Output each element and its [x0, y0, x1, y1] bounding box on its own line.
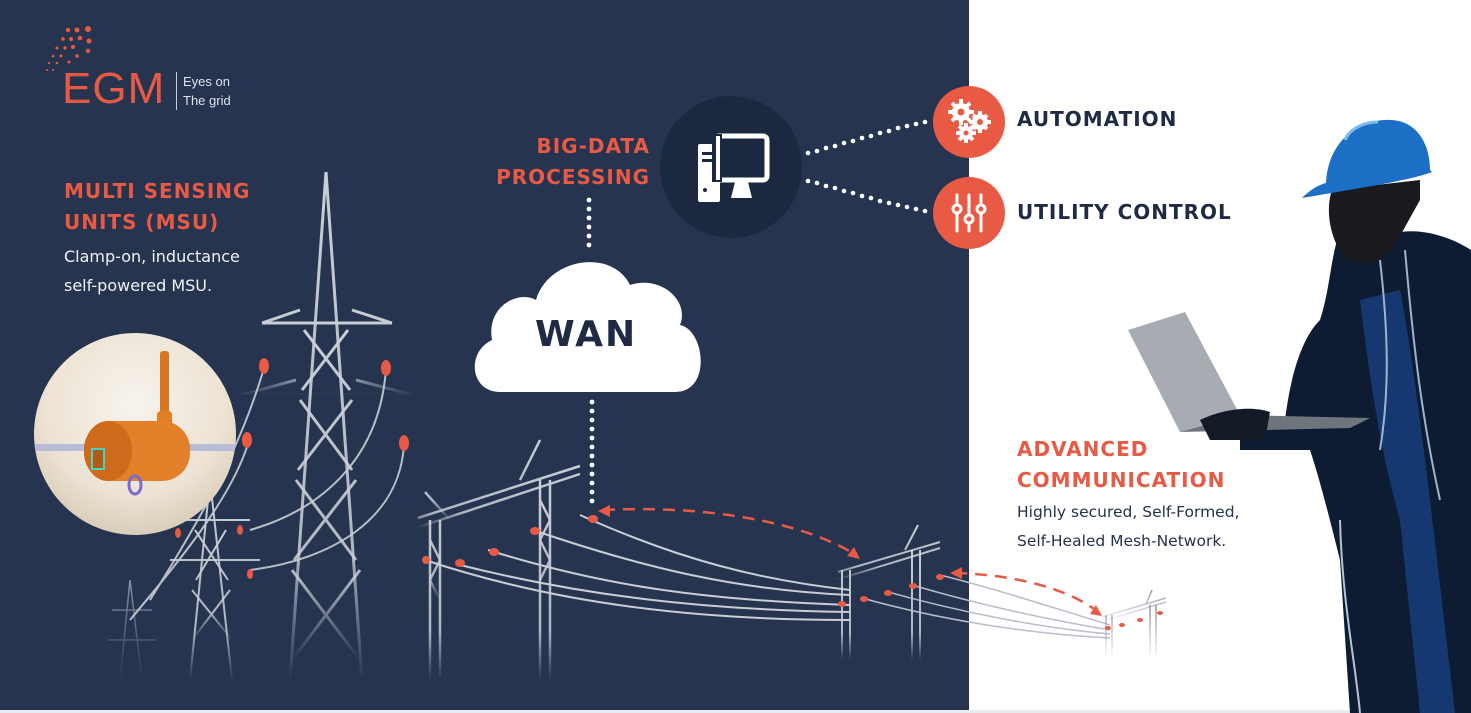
adv-heading-line2: COMMUNICATION [1017, 468, 1226, 492]
engineer-head [1328, 180, 1420, 263]
dotted-connectors [586, 197, 595, 504]
adv-desc-line2: Self-Healed Mesh-Network. [1017, 532, 1227, 550]
tagline-line1: Eyes on [183, 74, 230, 89]
bottom-border [0, 710, 1471, 713]
msu-heading-line1: MULTI SENSING [64, 179, 251, 203]
msu-description: Clamp-on, inductance self-powered MSU. [64, 242, 240, 300]
msu-device-icon [34, 351, 236, 496]
automation-label: AUTOMATION [1017, 107, 1178, 131]
msu-desc-line1: Clamp-on, inductance [64, 247, 240, 266]
gears-icon [948, 99, 991, 143]
logo-dots-icon [46, 26, 92, 71]
right-transmission-tower [835, 524, 941, 660]
middle-transmission-tower [415, 439, 581, 680]
laptop-icon [1128, 312, 1240, 432]
msu-heading: MULTI SENSING UNITS (MSU) [64, 176, 250, 238]
processing-node [660, 96, 802, 238]
logo-divider [176, 72, 177, 110]
hard-hat-icon [1302, 119, 1432, 198]
sliders-icon [951, 193, 987, 233]
small-transmission-tower [170, 479, 260, 681]
sensor-markers [175, 358, 409, 579]
wan-label: WAN [535, 314, 638, 355]
mesh-link-arrows [602, 507, 1099, 613]
large-transmission-tower [241, 171, 413, 681]
logo-wordmark: EGM [62, 64, 166, 113]
logo-tagline: Eyes on The grid [183, 72, 231, 110]
advanced-communication-description: Highly secured, Self-Formed, Self-Healed… [1017, 498, 1239, 556]
msu-heading-line2: UNITS (MSU) [64, 210, 220, 234]
advanced-communication-heading: ADVANCED COMMUNICATION [1017, 434, 1225, 496]
automation-node [933, 86, 1005, 158]
adv-heading-line1: ADVANCED [1017, 437, 1149, 461]
adv-desc-line1: Highly secured, Self-Formed, [1017, 503, 1240, 521]
msu-desc-line2: self-powered MSU. [64, 276, 213, 295]
desktop-computer-icon [698, 133, 770, 202]
msu-device-photo [34, 333, 236, 535]
big-data-line1: BIG-DATA [536, 134, 650, 158]
utility-control-node [933, 177, 1005, 249]
utility-control-label: UTILITY CONTROL [1017, 200, 1232, 224]
wan-cloud-shape [474, 262, 701, 392]
big-data-heading: BIG-DATA PROCESSING [496, 131, 650, 193]
big-data-line2: PROCESSING [496, 165, 650, 189]
tagline-line2: The grid [183, 93, 231, 108]
far-transmission-tower [1099, 589, 1167, 660]
